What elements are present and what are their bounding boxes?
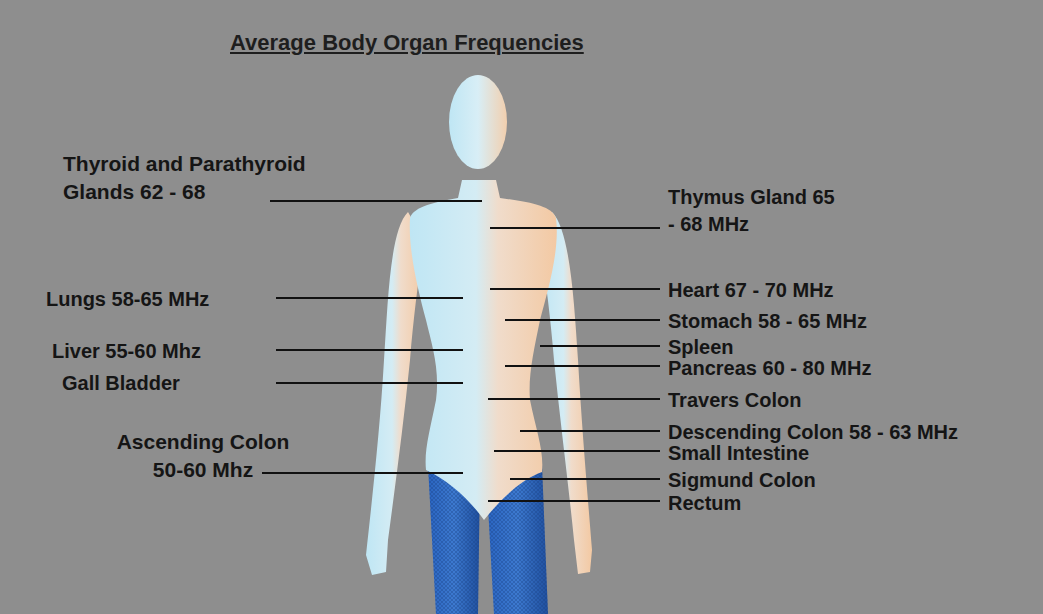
leader-lines [262, 201, 660, 501]
thyroid-label: Thyroid and Parathyroid Glands 62 - 68 [63, 150, 333, 206]
small-intestine-label: Small Intestine [668, 440, 809, 467]
ascending-colon-label: Ascending Colon 50-60 Mhz [108, 428, 298, 484]
spleen-label: Spleen [668, 334, 734, 361]
sigmoid-colon-label: Sigmund Colon [668, 467, 816, 494]
diagram-title: Average Body Organ Frequencies [230, 30, 584, 56]
stomach-label: Stomach 58 - 65 MHz [668, 308, 867, 335]
lungs-label: Lungs 58-65 MHz [46, 286, 209, 313]
liver-label: Liver 55-60 Mhz [52, 338, 201, 365]
descending-colon-label: Descending Colon 58 - 63 MHz [668, 419, 958, 446]
pancreas-label: Pancreas 60 - 80 MHz [668, 355, 871, 382]
heart-label: Heart 67 - 70 MHz [668, 277, 834, 304]
gall-bladder-label: Gall Bladder [62, 370, 180, 397]
mannequin [366, 75, 592, 614]
transverse-colon-label: Travers Colon [668, 387, 801, 414]
rectum-label: Rectum [668, 490, 741, 517]
thymus-label: Thymus Gland 65 - 68 MHz [668, 184, 843, 238]
